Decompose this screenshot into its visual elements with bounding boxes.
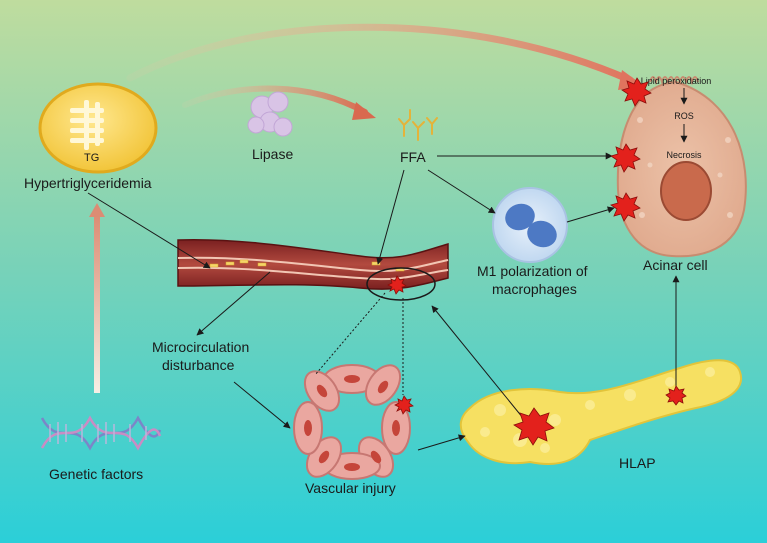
ffa-label: FFA [400, 149, 426, 165]
blood-vessel [177, 239, 449, 301]
m1-polarization-label-line1: M1 polarization of [477, 263, 588, 279]
damage-star-icon [387, 275, 407, 295]
vascular-ring [293, 364, 411, 480]
microcirculation-label-line2: disturbance [162, 357, 235, 373]
necrosis-label: Necrosis [666, 150, 702, 160]
damage-star-icon [610, 143, 641, 173]
arrow-ffa-to-macrophage [427, 169, 496, 214]
arrow-macrophage-to-acinar [566, 206, 615, 223]
hlap-label: HLAP [619, 455, 656, 471]
arrow-vascular-to-hlap [417, 434, 466, 451]
m1-polarization-label-line2: macrophages [492, 281, 577, 297]
lipid-peroxidation-label: Lipid peroxidation [641, 76, 712, 86]
ros-label: ROS [674, 111, 694, 121]
arrow-vessel-to-microcirculation [196, 271, 271, 336]
hypertriglyceridemia-label: Hypertriglyceridemia [24, 175, 152, 191]
arrow-hlap-to-vessel [431, 305, 524, 419]
genetic-arrow-shaft [94, 215, 100, 393]
fatty-acid-icon [398, 109, 438, 141]
lipase-label: Lipase [252, 146, 293, 162]
zoom-line-left [314, 292, 386, 376]
microcirculation-label-line1: Microcirculation [152, 339, 249, 355]
tg-droplet-icon [38, 82, 158, 174]
damage-star-icon [394, 395, 414, 415]
arrow-hypertg-to-vessel [87, 192, 211, 269]
curved-arrow-head-ffa [352, 102, 376, 120]
damage-star-icon [665, 385, 687, 406]
acinar-cell [616, 76, 747, 258]
dna-helix-icon [40, 415, 162, 451]
damage-star-icon [513, 407, 555, 446]
tg-label: TG [84, 152, 99, 164]
genetic-factors-label: Genetic factors [49, 466, 143, 482]
vascular-injury-label: Vascular injury [305, 480, 396, 496]
damage-star-icon [610, 192, 641, 222]
curved-arrow-hypertg-to-acinar [126, 23, 634, 84]
arrow-ffa-to-vessel [376, 169, 405, 265]
lipase-molecule-icon [247, 91, 293, 137]
macrophage-icon [492, 187, 568, 263]
acinar-cell-label: Acinar cell [643, 257, 708, 273]
curved-arrow-to-ffa [182, 85, 368, 115]
genetic-arrow-head [89, 203, 105, 217]
arrow-microcirculation-to-vascular [233, 381, 291, 429]
damage-star-icon [621, 77, 652, 107]
